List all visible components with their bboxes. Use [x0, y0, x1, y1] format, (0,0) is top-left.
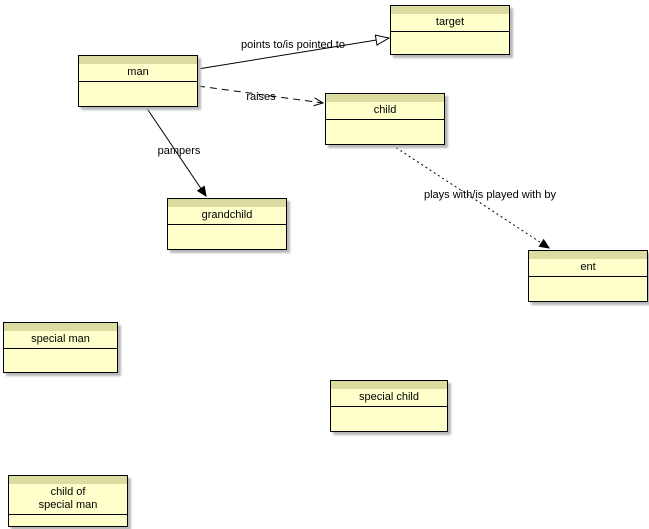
node-child[interactable]: child	[325, 93, 445, 145]
node-title: child	[326, 102, 444, 120]
node-body	[326, 120, 444, 144]
edge-label-pampers: pampers	[157, 145, 201, 157]
node-body	[331, 407, 447, 431]
edge-label-raises: raises	[246, 91, 276, 103]
node-header-strip	[4, 323, 117, 331]
node-body	[529, 277, 647, 301]
node-header-strip	[79, 56, 197, 64]
node-header-strip	[391, 6, 509, 14]
node-target[interactable]: target	[390, 5, 510, 55]
node-man[interactable]: man	[78, 55, 198, 107]
node-title: target	[391, 14, 509, 32]
edge-man-grandchild[interactable]	[145, 106, 207, 198]
node-header-strip	[168, 199, 286, 207]
edge-man-target[interactable]	[197, 34, 391, 70]
node-body	[4, 349, 117, 372]
node-grandchild[interactable]: grandchild	[167, 198, 287, 250]
node-header-strip	[529, 251, 647, 259]
node-title: special child	[331, 389, 447, 407]
node-header-strip	[326, 94, 444, 102]
node-ent[interactable]: ent	[528, 250, 648, 302]
node-title: grandchild	[168, 207, 286, 225]
edge-child-ent[interactable]	[391, 144, 551, 249]
node-header-strip	[9, 476, 127, 484]
node-title: child of special man	[9, 484, 127, 515]
node-title: man	[79, 64, 197, 82]
node-body	[391, 32, 509, 54]
node-special-child[interactable]: special child	[330, 380, 448, 432]
node-title: ent	[529, 259, 647, 277]
node-body	[9, 515, 127, 526]
node-header-strip	[331, 381, 447, 389]
node-child-of-special-man[interactable]: child of special man	[8, 475, 128, 527]
edge-label-plays-with: plays with/is played with by	[423, 189, 557, 201]
node-body	[79, 82, 197, 106]
node-title: special man	[4, 331, 117, 349]
node-special-man[interactable]: special man	[3, 322, 118, 373]
edge-label-points-to: points to/is pointed to	[241, 39, 345, 51]
node-body	[168, 225, 286, 249]
edge-man-child[interactable]	[197, 85, 325, 107]
